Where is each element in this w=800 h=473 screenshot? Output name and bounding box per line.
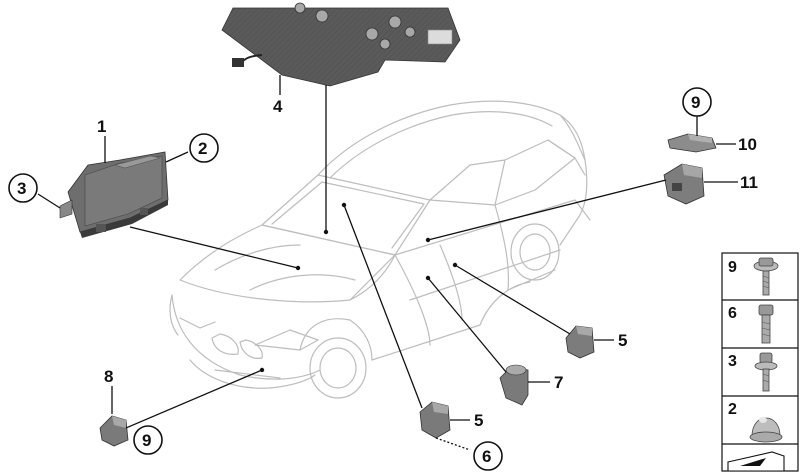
part-8-sensor (99, 415, 129, 447)
part-11-sensor-holder (663, 163, 705, 205)
callout-1: 1 (97, 117, 106, 136)
arrow-icon (727, 451, 785, 472)
callout-6-circle (473, 441, 503, 471)
callout-7: 7 (554, 373, 563, 392)
car-outline (169, 100, 591, 399)
fastener-legend: 9 6 3 2 (721, 252, 799, 472)
callout-3: 3 (17, 179, 26, 198)
callouts: 1 2 3 4 9 10 11 5 7 5 6 8 9 (8, 87, 758, 471)
callout-5-bottom: 5 (474, 411, 483, 430)
callout-10: 10 (738, 135, 757, 154)
callout-2: 2 (198, 139, 207, 158)
part-7-sensor (499, 364, 529, 406)
bolt-icon (758, 304, 774, 344)
callout-9b-circle (133, 425, 163, 455)
part-5-sensor-bottom (419, 401, 451, 439)
callout-5-right: 5 (618, 331, 627, 350)
callout-6: 6 (482, 447, 491, 466)
cap-nut-icon (749, 417, 783, 443)
callout-11: 11 (740, 173, 758, 192)
callout-4: 4 (273, 97, 283, 116)
legend-label-6: 6 (728, 305, 737, 322)
callout-9a-circle (682, 87, 712, 117)
part-10-bracket (667, 133, 717, 153)
callout-2-circle (189, 133, 219, 163)
callout-9-bottom: 9 (142, 431, 151, 450)
bolt-with-washer-icon (754, 352, 778, 392)
callout-8: 8 (104, 367, 113, 386)
leader-lines (37, 75, 738, 451)
callout-3-circle (8, 173, 38, 203)
screw-with-washer-icon (753, 257, 779, 296)
part-4-antenna-module (221, 2, 461, 87)
part-5-sensor-right (565, 325, 595, 359)
legend-label-9: 9 (728, 259, 737, 276)
legend-label-2: 2 (728, 401, 737, 418)
legend-label-3: 3 (728, 353, 737, 370)
part-1-control-unit (59, 151, 169, 238)
callout-9-top: 9 (691, 93, 700, 112)
